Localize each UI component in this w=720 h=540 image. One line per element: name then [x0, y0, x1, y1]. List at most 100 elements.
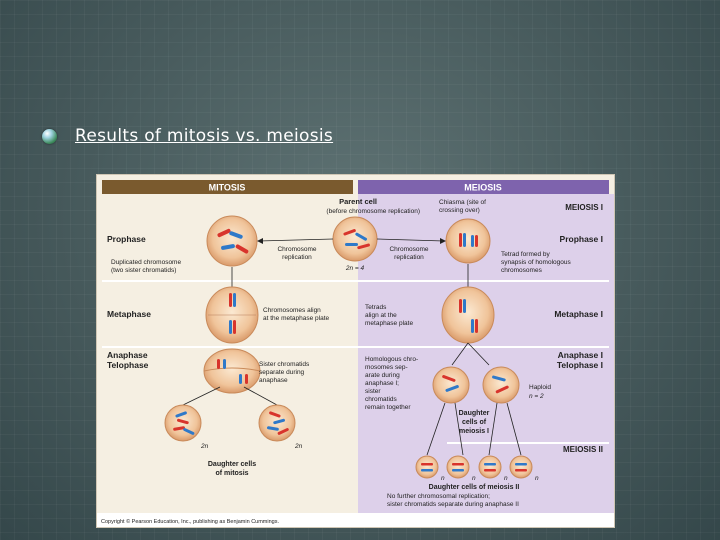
n-label-b: n — [472, 475, 476, 482]
anaphase-i-label: Anaphase I — [558, 350, 603, 360]
arrow-meiosis-i-right — [467, 342, 490, 366]
tetrads-label-3: metaphase plate — [365, 320, 413, 327]
chromosome — [217, 359, 220, 369]
no-further-label-2: sister chromatids separate during anapha… — [387, 501, 519, 508]
duplicated-chromosome-1: Duplicated chromosome — [111, 259, 181, 266]
chromosome — [421, 463, 433, 466]
chromosome — [452, 463, 464, 466]
copyright-bar — [97, 513, 614, 527]
chromosome — [515, 469, 527, 472]
arrow-meiosis-ii — [454, 402, 464, 456]
metaphase-i-label: Metaphase I — [554, 309, 603, 319]
telophase-label: Telophase — [107, 360, 149, 370]
meiosis-prophase-cell — [445, 218, 491, 264]
chromosome — [217, 228, 231, 238]
arrow-meiosis-ii — [488, 402, 498, 456]
arrow-meiosis-ii — [506, 402, 522, 456]
align-label-1: Chromosomes align — [263, 307, 321, 314]
chromosome — [355, 232, 368, 241]
chromosome — [471, 319, 474, 333]
mitosis-meiosis-figure: MITOSIS MEIOSIS Parent cell (before chro… — [96, 174, 615, 528]
chromosome — [345, 243, 358, 246]
chromosome — [269, 411, 281, 418]
chromosome — [463, 233, 466, 247]
chromosome — [229, 320, 232, 334]
tetrad-label-3: chromosomes — [501, 267, 543, 274]
n-label-a: n — [441, 475, 445, 482]
parent-cell-sub-label: (before chromosome replication) — [326, 208, 420, 215]
two-n-right-label: 2n — [294, 443, 303, 450]
tetrad-label-2: synapsis of homologous — [501, 259, 571, 266]
metaphase-label: Metaphase — [107, 309, 151, 319]
sister-label-1: Sister chromatids — [259, 361, 310, 368]
sister-label-3: anaphase — [259, 377, 288, 384]
chiasma-label: Chiasma (site of — [439, 199, 486, 206]
chromosome — [452, 469, 464, 472]
chromosome — [484, 469, 496, 472]
chromosome — [223, 359, 226, 369]
homolog-label-1: Homologous chro- — [365, 356, 418, 363]
chromosome — [233, 320, 236, 334]
chromosome-replication-left-2: replication — [282, 254, 312, 261]
mitosis-header: MITOSIS — [209, 183, 246, 193]
parent-cell — [332, 216, 378, 262]
homolog-label-2: mosomes sep- — [365, 364, 408, 371]
arrow-mitosis-left — [182, 386, 221, 406]
tetrads-label-2: align at the — [365, 312, 397, 319]
meiosis-i-label: MEIOSIS I — [565, 203, 603, 212]
mitosis-anaphase-cell — [203, 348, 261, 394]
arrow-meiosis-ii — [426, 402, 446, 456]
chromosome — [484, 463, 496, 466]
chromosome — [442, 375, 456, 382]
slide-title: Results of mitosis vs. meiosis — [75, 126, 334, 146]
daughter-mitosis-1: Daughter cells — [208, 461, 256, 468]
tetrad-label-1: Tetrad formed by — [501, 251, 551, 258]
arrow-meiosis-i-left — [451, 342, 469, 366]
copyright-text: Copyright © Pearson Education, Inc., pub… — [101, 518, 279, 525]
daughter-meiosis-i-2: cells of — [462, 419, 487, 426]
chromosome — [183, 428, 195, 435]
haploid-label: Haploid — [529, 384, 551, 391]
mitosis-prophase-cell — [206, 215, 258, 267]
chromosome — [421, 469, 433, 472]
meiosis-metaphase-cell — [441, 286, 495, 344]
chromosome — [492, 375, 506, 382]
meiosis-header: MEIOSIS — [464, 183, 502, 193]
chromosome — [221, 244, 235, 250]
chromosome — [273, 418, 285, 425]
meiosis-i-daughter-cell-right — [482, 366, 520, 404]
chromosome — [173, 426, 186, 431]
chromosome — [177, 418, 189, 425]
arrow-to-meiosis — [376, 238, 445, 242]
arrowhead — [440, 238, 446, 244]
arrowhead — [257, 238, 263, 244]
meiosis-ii-cell-2 — [446, 455, 470, 479]
chromosome — [459, 299, 462, 313]
meiosis-ii-cell-3 — [478, 455, 502, 479]
bullet-row: Results of mitosis vs. meiosis — [42, 126, 333, 146]
meiosis-ii-cell-1 — [415, 455, 439, 479]
chromosome-replication-right-2: replication — [394, 254, 424, 261]
daughter-meiosis-ii-label: Daughter cells of meiosis II — [429, 484, 520, 491]
meiosis-ii-cell-4 — [509, 455, 533, 479]
parent-cell-label: Parent cell — [339, 197, 377, 206]
chromosome — [239, 374, 242, 384]
chiasma-label-2: crossing over) — [439, 207, 480, 214]
meiosis-ii-label: MEIOSIS II — [563, 445, 603, 454]
homolog-label-7: remain together — [365, 404, 411, 411]
prophase-label: Prophase — [107, 234, 146, 244]
chromosome — [277, 428, 289, 435]
chromosome — [229, 293, 232, 307]
daughter-mitosis-2: of mitosis — [215, 470, 248, 477]
chromosome — [475, 235, 478, 247]
chromosome — [515, 463, 527, 466]
chromosome — [445, 385, 459, 392]
chromosome — [495, 385, 509, 394]
sister-label-2: separate during — [259, 369, 305, 376]
chromosome — [235, 244, 249, 254]
prophase-i-label: Prophase I — [560, 234, 603, 244]
cleavage-furrow — [203, 367, 261, 372]
chromosome — [233, 293, 236, 307]
meiosis-i-daughter-cell-left — [432, 366, 470, 404]
no-further-label-1: No further chromosomal replication; — [387, 493, 490, 500]
